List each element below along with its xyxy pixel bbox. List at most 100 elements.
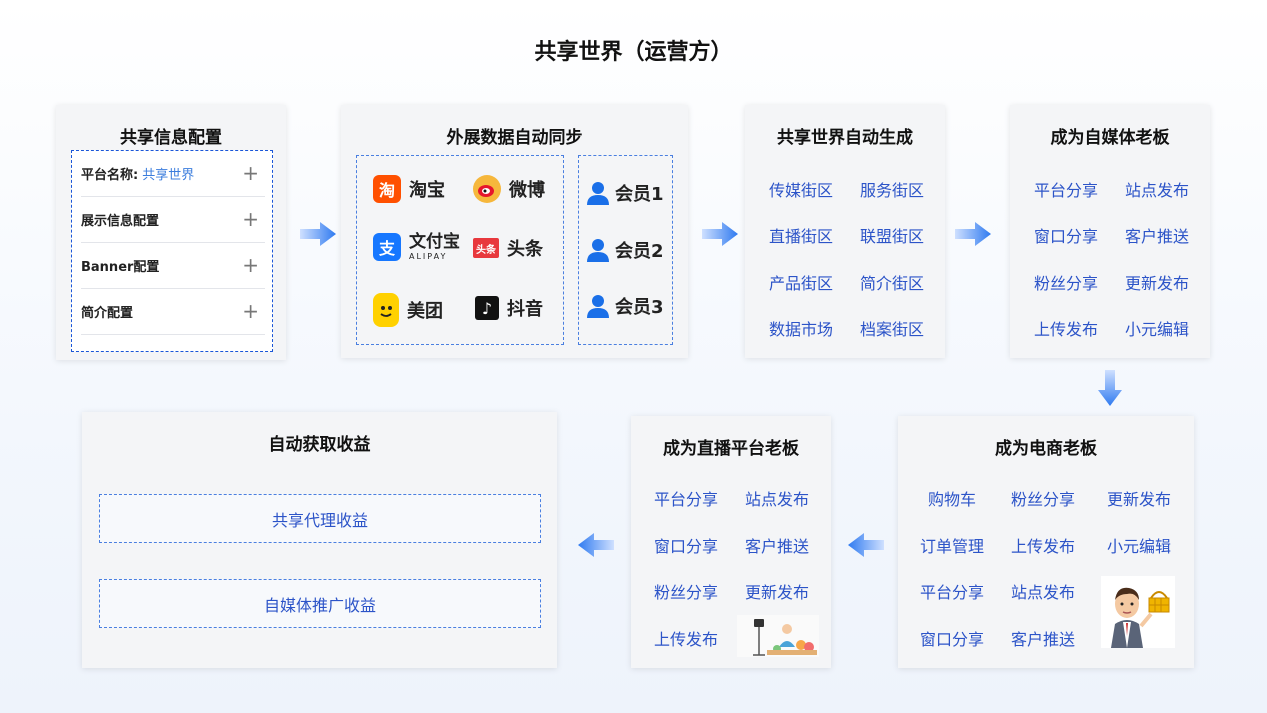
arrow-left-icon (848, 533, 884, 557)
live-item[interactable]: 更新发布 (745, 583, 810, 602)
member-3[interactable]: 会员3 (587, 293, 664, 319)
live-item[interactable]: 上传发布 (654, 630, 719, 649)
apps-box (356, 155, 564, 345)
ecommerce-item[interactable]: 窗口分享 (920, 630, 985, 649)
config-box: 平台名称: 共享世界 + 展示信息配置 + Banner配置 + 简介配置 + (71, 150, 273, 352)
app-meituan[interactable]: 美团 (373, 293, 443, 327)
app-name: 文付宝 (409, 231, 460, 252)
config-card: 共享信息配置 平台名称: 共享世界 + 展示信息配置 + Banner配置 + … (56, 105, 286, 360)
ecommerce-item[interactable]: 粉丝分享 (1011, 490, 1076, 509)
ecommerce-item[interactable]: 购物车 (928, 490, 977, 509)
media-item[interactable]: 上传发布 (1034, 320, 1099, 339)
media-item[interactable]: 窗口分享 (1034, 227, 1099, 246)
arrow-right-icon (702, 222, 738, 246)
member-name: 会员1 (615, 184, 664, 205)
generate-item[interactable]: 档案街区 (860, 320, 925, 339)
taobao-icon: 淘 (373, 175, 401, 203)
live-item[interactable]: 平台分享 (654, 490, 719, 509)
weibo-icon (473, 175, 501, 203)
media-item[interactable]: 站点发布 (1125, 181, 1190, 200)
config-row-label: 平台名称: (81, 168, 139, 183)
arrow-down-icon (1098, 370, 1122, 406)
plus-icon[interactable]: + (242, 207, 259, 231)
sync-card-title: 外展数据自动同步 (446, 128, 583, 148)
media-item[interactable]: 小元编辑 (1125, 320, 1190, 339)
douyin-icon: ♪ (475, 296, 499, 320)
ecommerce-item[interactable]: 小元编辑 (1107, 537, 1172, 556)
config-row-label: Banner配置 (81, 260, 160, 275)
media-item[interactable]: 客户推送 (1125, 227, 1190, 246)
app-name: 美团 (407, 301, 443, 322)
live-stream-illustration (737, 615, 819, 657)
live-item[interactable]: 窗口分享 (654, 537, 719, 556)
members-box (578, 155, 673, 345)
generate-card: 共享世界自动生成 传媒街区 服务街区 直播街区 联盟街区 产品街区 简介街区 数… (745, 105, 945, 358)
media-card: 成为自媒体老板 平台分享 站点发布 窗口分享 客户推送 粉丝分享 更新发布 上传… (1010, 105, 1210, 358)
app-name: 微博 (509, 180, 545, 201)
app-name: 头条 (507, 239, 543, 260)
income-card: 自动获取收益 共享代理收益 自媒体推广收益 (82, 412, 557, 668)
ecommerce-item[interactable]: 客户推送 (1011, 630, 1076, 649)
config-row-platform-name[interactable]: 平台名称: 共享世界 + (81, 151, 265, 197)
generate-card-title: 共享世界自动生成 (777, 128, 913, 148)
ecommerce-item[interactable]: 上传发布 (1011, 537, 1076, 556)
user-icon (587, 295, 609, 318)
ecommerce-item[interactable]: 订单管理 (920, 537, 985, 556)
generate-item[interactable]: 直播街区 (769, 227, 834, 246)
plus-icon[interactable]: + (242, 253, 259, 277)
app-taobao[interactable]: 淘 淘宝 (373, 175, 445, 203)
app-name: 淘宝 (409, 180, 445, 201)
app-toutiao[interactable]: 头条 头条 (473, 235, 543, 261)
generate-item[interactable]: 传媒街区 (769, 181, 834, 200)
alipay-sub: ALIPAY (409, 251, 448, 261)
meituan-icon (373, 293, 399, 327)
app-douyin[interactable]: ♪ 抖音 (475, 295, 543, 321)
income-card-title: 自动获取收益 (268, 435, 371, 455)
config-row-banner[interactable]: Banner配置 + (81, 243, 265, 289)
config-row-display[interactable]: 展示信息配置 + (81, 197, 265, 243)
ecommerce-item[interactable]: 平台分享 (920, 583, 985, 602)
ecommerce-item[interactable]: 站点发布 (1011, 583, 1076, 602)
generate-item[interactable]: 产品街区 (769, 274, 834, 293)
live-item[interactable]: 粉丝分享 (654, 583, 719, 602)
sync-card: 外展数据自动同步 淘 淘宝 微博 支 文付宝 ALIPAY 头条 头条 美团 ♪… (341, 105, 688, 358)
ecommerce-card: 成为电商老板 购物车 粉丝分享 更新发布 订单管理 上传发布 小元编辑 平台分享… (898, 416, 1194, 668)
live-item[interactable]: 客户推送 (745, 537, 810, 556)
plus-icon[interactable]: + (242, 161, 259, 185)
config-card-title: 共享信息配置 (120, 128, 222, 148)
app-weibo[interactable]: 微博 (473, 175, 545, 203)
member-2[interactable]: 会员2 (587, 237, 664, 263)
income-item-agent[interactable]: 共享代理收益 (99, 494, 541, 543)
config-row-intro[interactable]: 简介配置 + (81, 289, 265, 335)
businessman-illustration (1101, 576, 1175, 648)
alipay-icon: 支 (373, 233, 401, 261)
app-name: 抖音 (507, 299, 543, 320)
config-row-label: 展示信息配置 (81, 214, 160, 229)
generate-item[interactable]: 服务街区 (860, 181, 925, 200)
media-item[interactable]: 平台分享 (1034, 181, 1099, 200)
live-item[interactable]: 站点发布 (745, 490, 810, 509)
live-card-title: 成为直播平台老板 (663, 439, 799, 459)
config-row-label: 简介配置 (81, 306, 134, 321)
media-item[interactable]: 更新发布 (1125, 274, 1190, 293)
media-card-title: 成为自媒体老板 (1050, 128, 1170, 148)
member-name: 会员2 (615, 241, 664, 262)
generate-item[interactable]: 联盟街区 (860, 227, 925, 246)
arrow-left-icon (578, 533, 614, 557)
app-alipay[interactable]: 支 文付宝 ALIPAY (373, 233, 460, 261)
member-1[interactable]: 会员1 (587, 180, 664, 206)
platform-name-value: 共享世界 (142, 168, 195, 183)
ecommerce-item[interactable]: 更新发布 (1107, 490, 1172, 509)
user-icon (587, 182, 609, 205)
income-item-media[interactable]: 自媒体推广收益 (99, 579, 541, 628)
plus-icon[interactable]: + (242, 299, 259, 323)
member-name: 会员3 (615, 297, 664, 318)
generate-item[interactable]: 简介街区 (860, 274, 925, 293)
ecommerce-card-title: 成为电商老板 (995, 439, 1097, 459)
live-card: 成为直播平台老板 平台分享 站点发布 窗口分享 客户推送 粉丝分享 更新发布 上… (631, 416, 831, 668)
toutiao-icon: 头条 (473, 238, 499, 258)
generate-item[interactable]: 数据市场 (769, 320, 834, 339)
media-item[interactable]: 粉丝分享 (1034, 274, 1099, 293)
arrow-right-icon (955, 222, 991, 246)
user-icon (587, 239, 609, 262)
